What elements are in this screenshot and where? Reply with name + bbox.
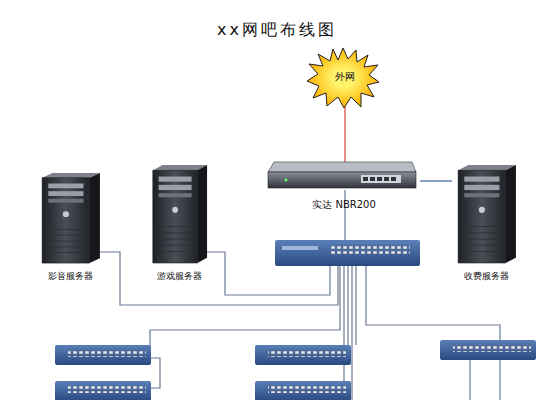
- network-switch: [55, 340, 536, 400]
- node-label: 收费服务器: [448, 270, 524, 283]
- node-label: 实达 NBR200: [266, 198, 422, 212]
- server-tower: 收费服务器: [448, 164, 524, 286]
- server-tower: 影音服务器: [32, 172, 108, 286]
- server-tower-icon: [38, 172, 102, 264]
- diagram-title: xx网吧布线图: [0, 20, 554, 41]
- server-tower-icon: [149, 164, 209, 264]
- server-tower: 游戏服务器: [141, 164, 217, 286]
- node-label: 影音服务器: [32, 270, 108, 283]
- network-cable: [344, 103, 345, 163]
- network-switch: [275, 240, 420, 266]
- network-cable: [420, 180, 452, 181]
- node-label: 外网: [306, 70, 384, 84]
- router-device-icon: [266, 160, 418, 192]
- server-tower-icon: [454, 164, 518, 264]
- node-label: 游戏服务器: [141, 270, 217, 283]
- router-device: 实达 NBR200: [266, 160, 422, 216]
- internet-cloud: 外网: [306, 47, 384, 109]
